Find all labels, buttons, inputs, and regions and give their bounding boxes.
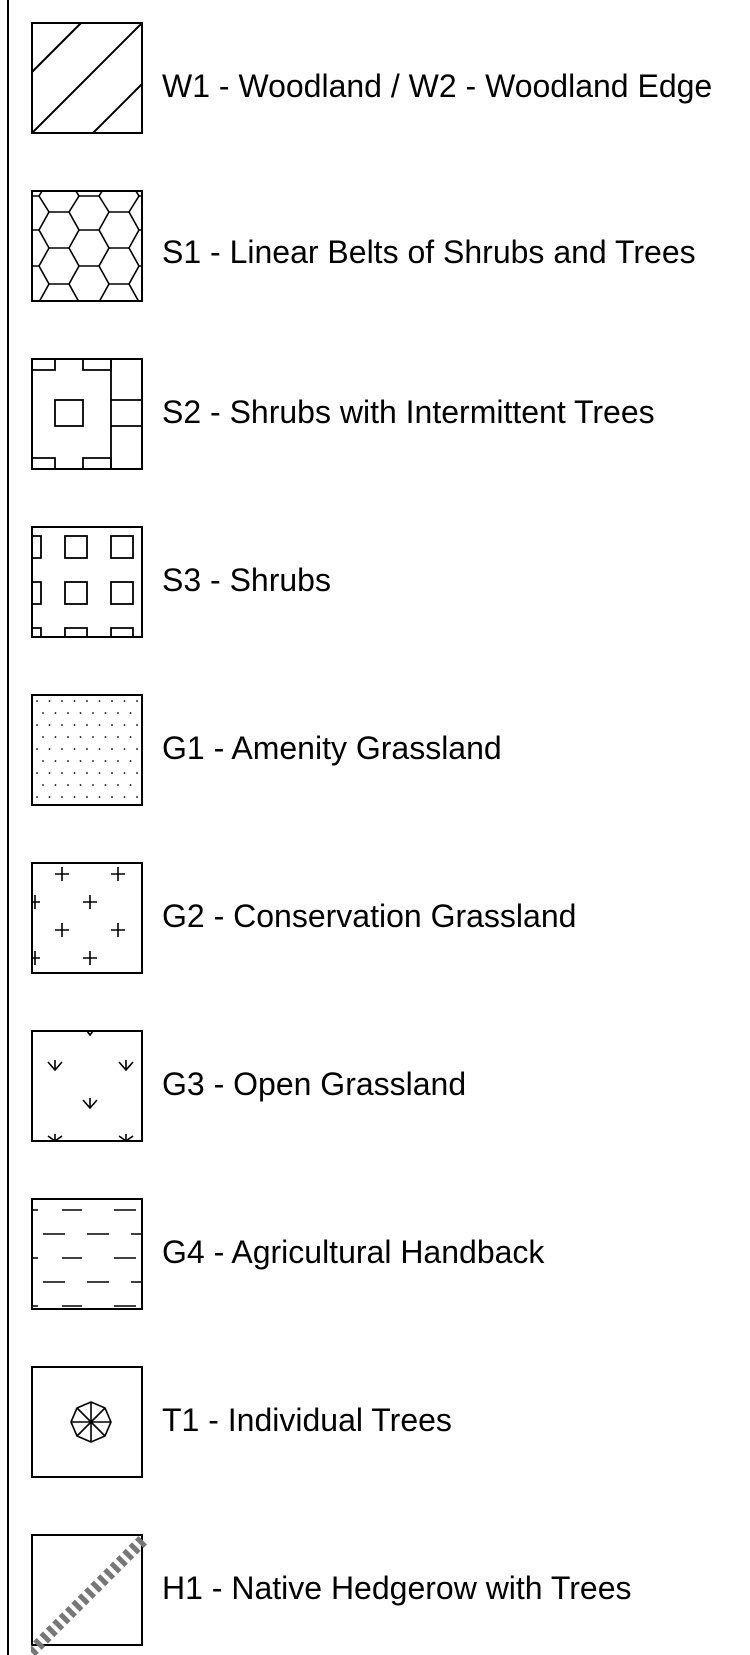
small-squares-pattern-icon bbox=[31, 526, 143, 638]
hedgerow-line-icon bbox=[31, 1534, 161, 1655]
legend-label-g4: G4 - Agricultural Handback bbox=[162, 1234, 545, 1270]
legend-label-t1: T1 - Individual Trees bbox=[162, 1402, 452, 1438]
hexagon-pattern-icon bbox=[31, 190, 143, 302]
legend-label-s1: S1 - Linear Belts of Shrubs and Trees bbox=[162, 234, 696, 270]
legend-label-s2: S2 - Shrubs with Intermittent Trees bbox=[162, 394, 655, 430]
cross-pattern-icon bbox=[31, 862, 143, 974]
diagonal-hatch-icon bbox=[31, 22, 143, 134]
dash-pattern-icon bbox=[31, 1198, 143, 1310]
legend-label-g3: G3 - Open Grassland bbox=[162, 1066, 467, 1102]
block-pattern-icon bbox=[31, 358, 143, 470]
tuft-pattern-icon bbox=[31, 1030, 143, 1142]
legend-label-s3: S3 - Shrubs bbox=[162, 562, 331, 598]
legend-label-g2: G2 - Conservation Grassland bbox=[162, 898, 577, 934]
dot-pattern-icon bbox=[31, 694, 143, 806]
legend-label-w1: W1 - Woodland / W2 - Woodland Edge bbox=[162, 68, 713, 104]
legend-label-g1: G1 - Amenity Grassland bbox=[162, 730, 502, 766]
legend-label-h1: H1 - Native Hedgerow with Trees bbox=[162, 1570, 632, 1606]
tree-symbol-icon bbox=[31, 1366, 143, 1478]
